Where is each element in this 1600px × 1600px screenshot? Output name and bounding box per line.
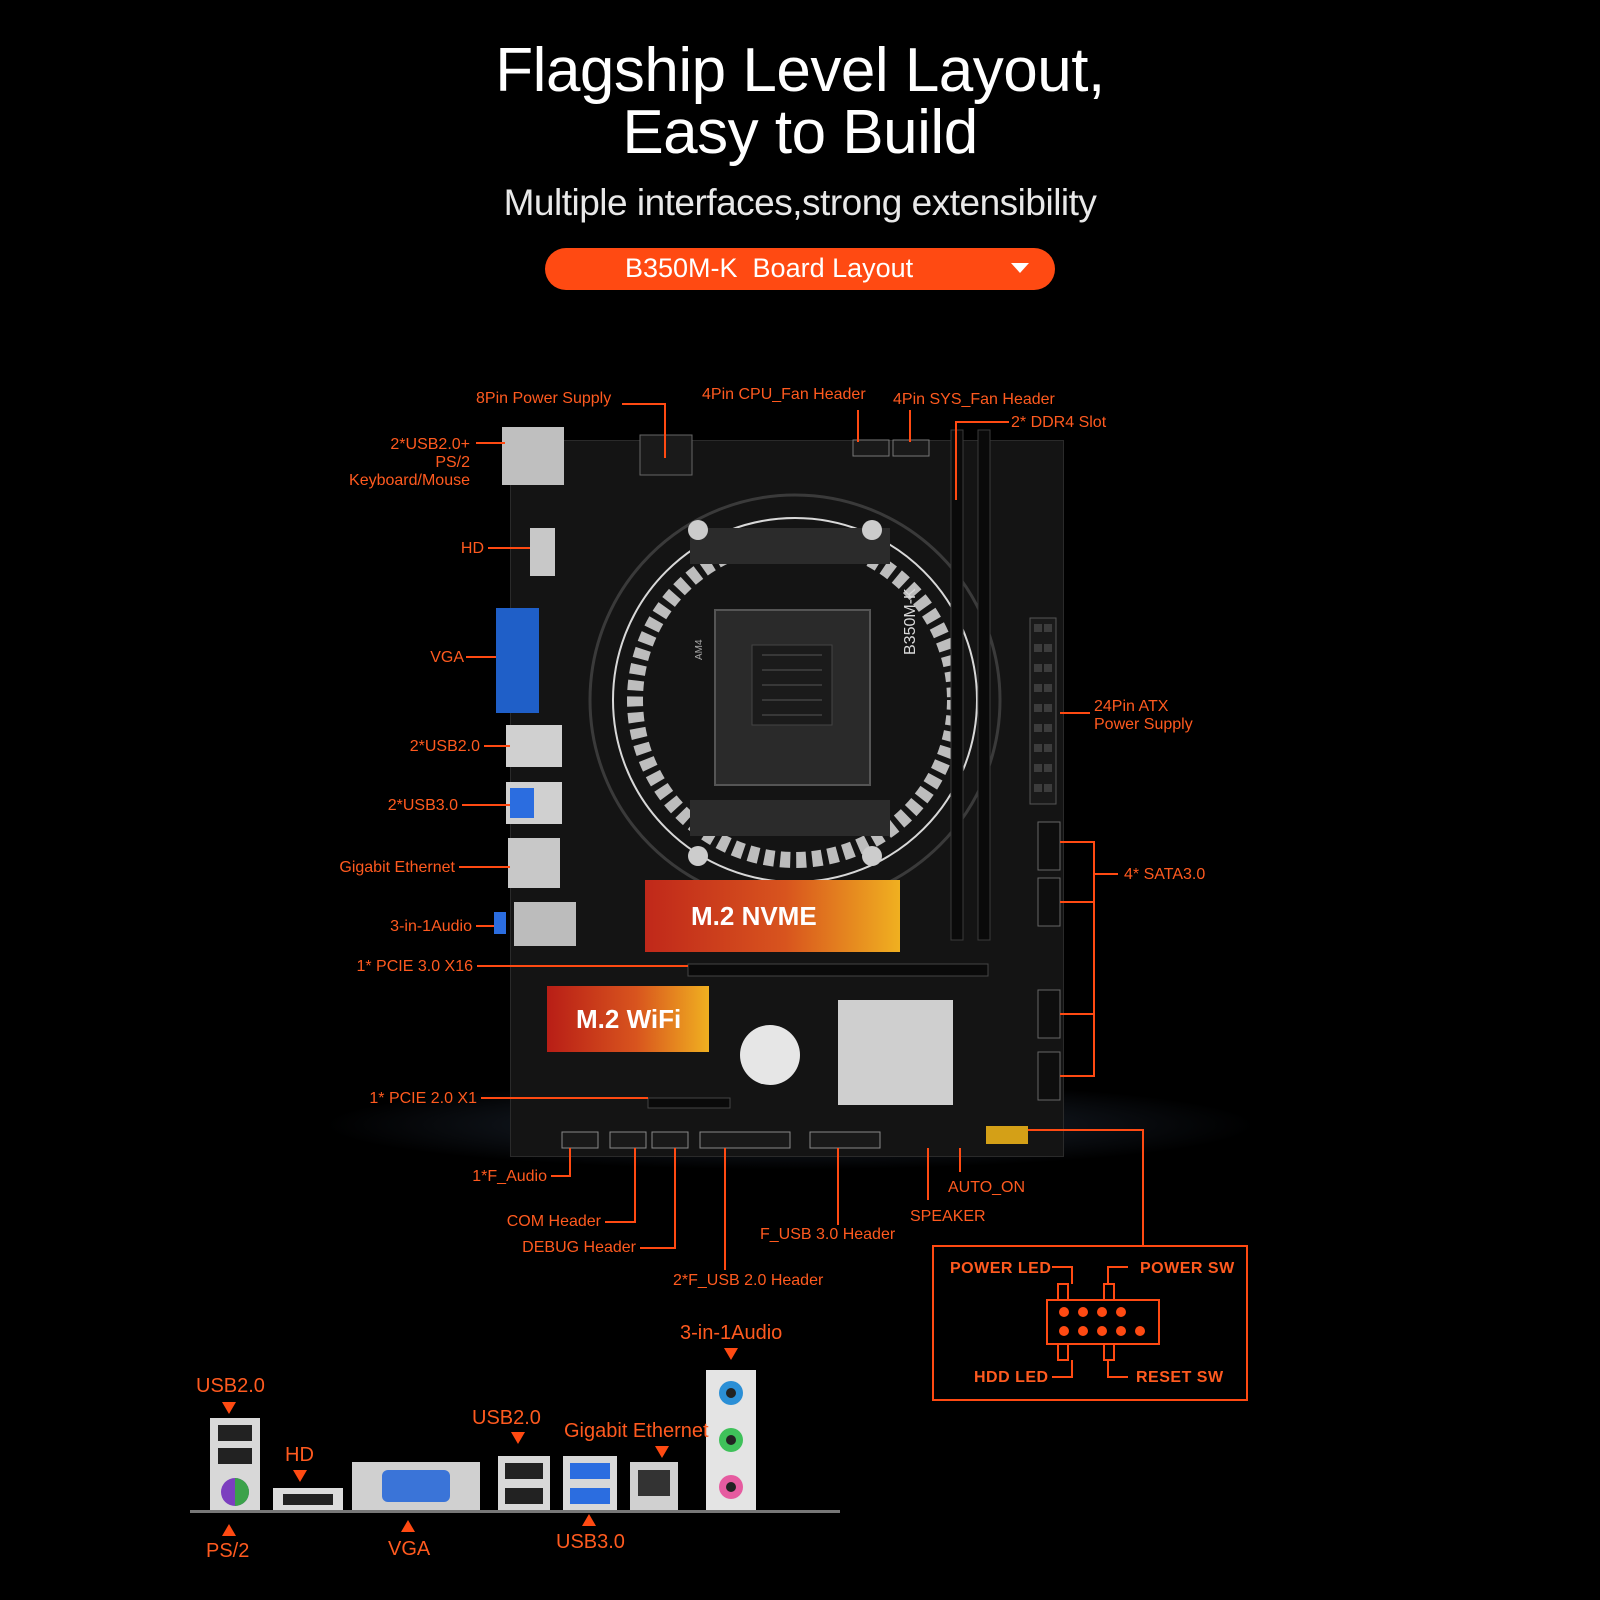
- board-layout-selector-label: B350M-K Board Layout: [625, 253, 914, 283]
- board-layout-selector[interactable]: B350M-K Board Layout: [545, 248, 1055, 290]
- cmos-battery: [740, 1025, 800, 1085]
- sys-fan-header: [892, 439, 930, 457]
- hdmi-port: [530, 528, 555, 576]
- cpu-fan-header: [852, 439, 890, 457]
- ddr4-slot-2: [977, 429, 991, 941]
- label-debug: DEBUG Header: [522, 1239, 636, 1256]
- label-reset-sw: RESET SW: [1136, 1369, 1224, 1386]
- usb20-port-stack: [506, 725, 562, 767]
- chipset-heatsink: [838, 1000, 953, 1105]
- label-sys-fan: 4Pin SYS_Fan Header: [893, 391, 1055, 408]
- ddr4-slot-1: [950, 429, 964, 941]
- com-header: [609, 1131, 647, 1149]
- leader-lines: [459, 403, 1144, 1270]
- label-f-usb20: 2*F_USB 2.0 Header: [673, 1272, 824, 1289]
- label-ethernet: Gigabit Ethernet: [339, 859, 455, 876]
- caret-down-icon: [1011, 263, 1029, 273]
- m2-wifi-slot: [547, 986, 709, 1052]
- io-label-usb30: USB3.0: [556, 1531, 625, 1553]
- f-usb20-header: [699, 1131, 791, 1149]
- atx-24pin-connector: [1029, 617, 1057, 805]
- io-label-hd: HD: [285, 1444, 314, 1466]
- label-f-audio: 1*F_Audio: [472, 1168, 547, 1185]
- sata-port-2: [1037, 877, 1061, 927]
- label-atx-line2: Power Supply: [1094, 716, 1193, 733]
- io-panel-baseline: [190, 1510, 840, 1513]
- audio-jack-stack: [514, 902, 576, 946]
- io-label-ps2: PS/2: [206, 1540, 250, 1562]
- label-vga: VGA: [430, 649, 464, 666]
- label-usb20: 2*USB2.0: [409, 738, 480, 755]
- ethernet-port: [508, 838, 560, 888]
- label-audio: 3-in-1Audio: [390, 918, 472, 935]
- sata-port-4: [1037, 1051, 1061, 1101]
- front-panel-header: [986, 1126, 1028, 1144]
- page-title-line2: Easy to Build: [622, 98, 978, 167]
- label-pcie-x1: 1* PCIE 2.0 X1: [369, 1090, 477, 1107]
- label-usb-ps2-line2: PS/2: [435, 454, 470, 471]
- label-sata: 4* SATA3.0: [1124, 866, 1206, 883]
- f-audio-header: [561, 1131, 599, 1149]
- io-panel-graphics: [210, 1370, 756, 1512]
- label-power-sw: POWER SW: [1140, 1260, 1235, 1277]
- label-usb-ps2-line3: Keyboard/Mouse: [349, 472, 470, 489]
- label-f-usb30: F_USB 3.0 Header: [760, 1226, 896, 1243]
- vga-port: [496, 608, 539, 713]
- m2-nvme-slot: [645, 880, 900, 952]
- m2-nvme-label: M.2 NVME: [691, 901, 817, 931]
- io-arrows: [222, 1348, 738, 1536]
- label-ddr4: 2* DDR4 Slot: [1011, 414, 1107, 431]
- io-label-ethernet: Gigabit Ethernet: [564, 1420, 709, 1442]
- label-power-led: POWER LED: [950, 1260, 1052, 1277]
- label-auto-on: AUTO_ON: [948, 1179, 1026, 1196]
- cpu-retention-bottom: [690, 800, 890, 836]
- m2-wifi-label: M.2 WiFi: [576, 1004, 681, 1034]
- io-label-usb20-left: USB2.0: [196, 1375, 265, 1397]
- label-hdd-led: HDD LED: [974, 1369, 1049, 1386]
- label-cpu-fan: 4Pin CPU_Fan Header: [702, 386, 866, 403]
- label-usb30: 2*USB3.0: [387, 797, 458, 814]
- sata-port-1: [1037, 821, 1061, 871]
- label-8pin-power: 8Pin Power Supply: [476, 390, 612, 407]
- socket-silk: AM4: [694, 639, 705, 660]
- label-atx-line1: 24Pin ATX: [1094, 698, 1169, 715]
- pcie-x1-slot: [647, 1097, 731, 1109]
- front-panel-pinout: POWER LED POWER SW HDD LED RESET SW: [932, 1245, 1248, 1401]
- front-panel-pin-diagram: [1046, 1266, 1160, 1378]
- usb-ps2-stack: [502, 427, 564, 485]
- debug-header: [651, 1131, 689, 1149]
- sata-port-3: [1037, 989, 1061, 1039]
- label-speaker: SPEAKER: [910, 1208, 986, 1225]
- label-hd: HD: [460, 540, 484, 557]
- io-label-usb20-mid: USB2.0: [472, 1407, 541, 1429]
- label-com: COM Header: [506, 1213, 601, 1230]
- board-model-silk: B350M-K: [902, 588, 919, 655]
- page-title-line1: Flagship Level Layout,: [495, 36, 1105, 105]
- label-pcie-x16: 1* PCIE 3.0 X16: [356, 958, 473, 975]
- page-subtitle: Multiple interfaces,strong extensibility: [503, 182, 1097, 223]
- label-usb-ps2-line1: 2*USB2.0+: [390, 436, 470, 453]
- cpu-retention-top: [690, 528, 890, 564]
- pcie-x16-slot: [687, 963, 989, 977]
- io-label-audio: 3-in-1Audio: [680, 1322, 783, 1344]
- f-usb30-header: [809, 1131, 881, 1149]
- io-label-vga: VGA: [388, 1538, 431, 1560]
